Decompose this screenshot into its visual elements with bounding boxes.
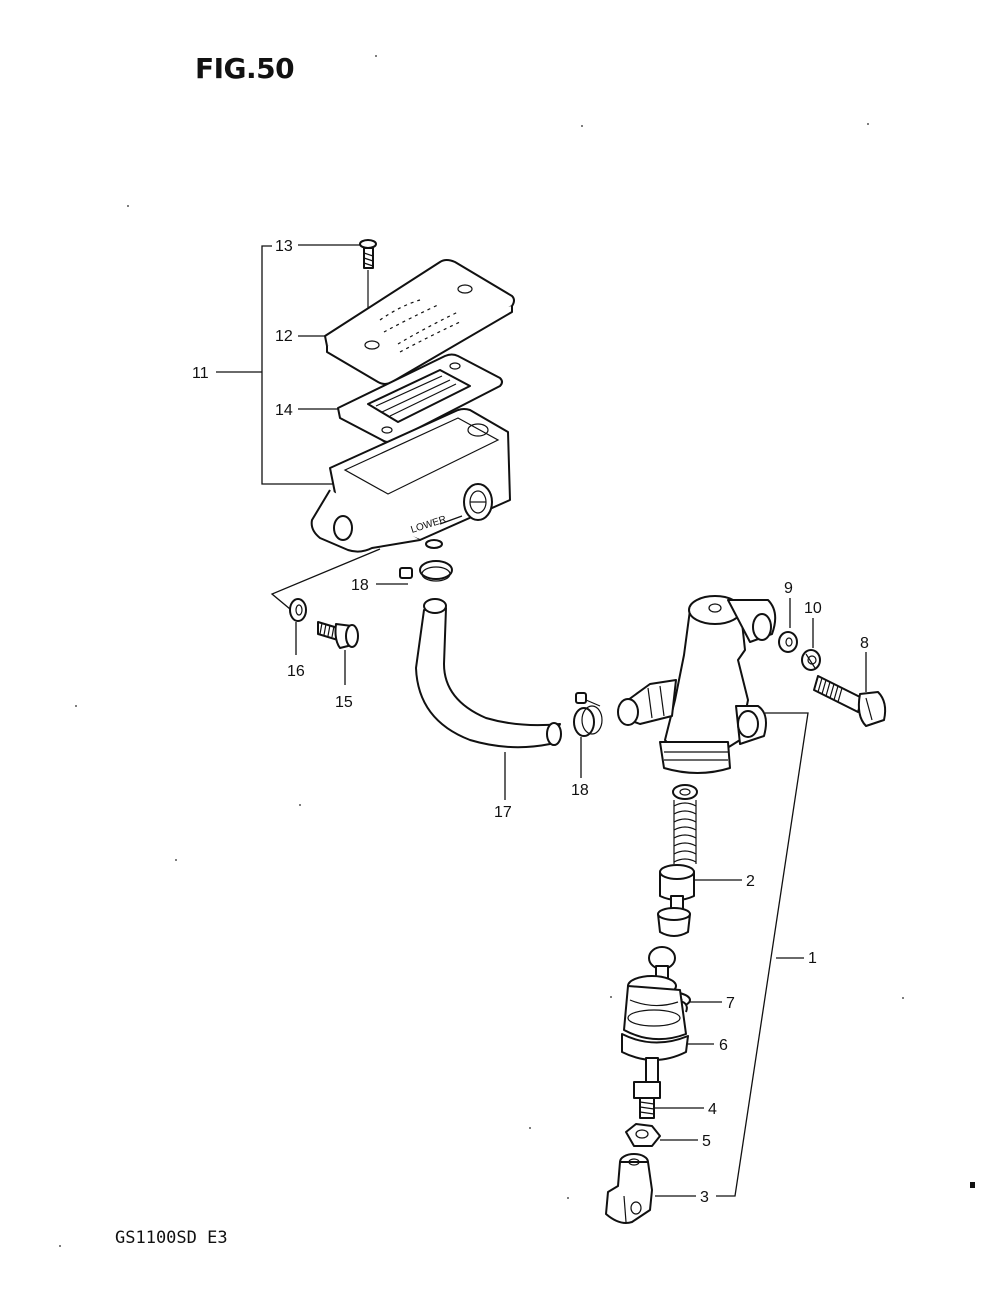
washer-9	[778, 631, 798, 653]
model-code: GS1100SD E3	[115, 1228, 228, 1248]
washer-16	[289, 598, 307, 622]
reservoir-body-11: LOWER	[310, 408, 511, 553]
callout-6: 6	[719, 1037, 728, 1054]
hose-clamp-18-upper	[399, 560, 453, 582]
screw-13	[359, 239, 377, 340]
callout-1: 1	[808, 950, 817, 967]
callout-8: 8	[860, 635, 869, 652]
spring-washer-10	[801, 649, 821, 671]
figure-title: FIG.50	[195, 52, 295, 85]
callout-18-lower: 18	[571, 782, 589, 799]
push-rod-4	[633, 1057, 661, 1119]
piston-spring-2	[657, 784, 698, 937]
callout-17: 17	[494, 804, 512, 821]
clevis-3	[605, 1153, 653, 1224]
callout-18-upper: 18	[351, 577, 369, 594]
hose-17	[415, 598, 562, 749]
reservoir-cap-12	[324, 259, 515, 385]
callout-3: 3	[700, 1189, 709, 1206]
leader-lines	[216, 244, 867, 1197]
master-cylinder-body-1	[617, 595, 777, 774]
callout-labels: 1 2 3 4 5 6 7 8 9 10 11 12 13 14 15 16 1…	[192, 238, 869, 1206]
callout-7: 7	[726, 995, 735, 1012]
hose-clamp-18-lower	[573, 692, 603, 737]
callout-10: 10	[804, 600, 822, 617]
callout-15: 15	[335, 694, 353, 711]
callout-4: 4	[708, 1101, 717, 1118]
callout-16: 16	[287, 663, 305, 680]
callout-9: 9	[784, 580, 793, 597]
callout-14: 14	[275, 402, 293, 419]
scan-specks	[59, 55, 975, 1247]
bolt-15	[317, 621, 359, 649]
callout-13: 13	[275, 238, 293, 255]
boot-6	[621, 975, 689, 1061]
callout-5: 5	[702, 1133, 711, 1150]
nut-5	[625, 1123, 661, 1147]
bolt-8	[813, 675, 887, 727]
callout-11: 11	[192, 365, 209, 382]
callout-12: 12	[275, 328, 293, 345]
callout-2: 2	[746, 873, 755, 890]
